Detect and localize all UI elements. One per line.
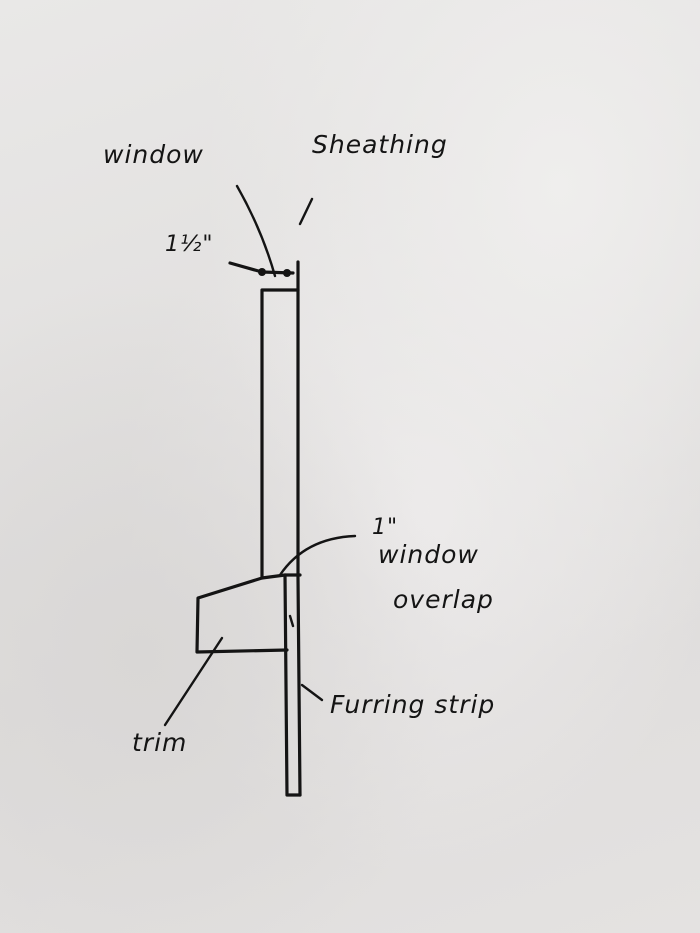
overlap-dimension-label: 1" <box>372 515 399 540</box>
overlap-leader <box>278 534 357 577</box>
furring-leader <box>300 683 324 702</box>
window-leader <box>235 184 277 278</box>
dimension-label: 1½" <box>165 232 214 257</box>
arrow-dot-left <box>258 268 266 276</box>
trim <box>195 573 289 654</box>
trim-label: trim <box>132 728 188 757</box>
furring-strip-label: Furring strip <box>330 690 496 719</box>
window-label: window <box>103 140 204 169</box>
overlap-label-line1: window <box>378 540 479 569</box>
sheathing-line <box>296 260 302 797</box>
sheathing-label: Sheathing <box>312 130 448 159</box>
overlap-label-line2: overlap <box>393 585 494 614</box>
sheathing-leader <box>298 197 314 226</box>
tick-mark <box>288 614 295 628</box>
trim-leader <box>163 636 224 727</box>
window-frame <box>260 288 300 580</box>
furring-strip <box>283 573 302 797</box>
arrow-dot-right <box>283 269 291 277</box>
